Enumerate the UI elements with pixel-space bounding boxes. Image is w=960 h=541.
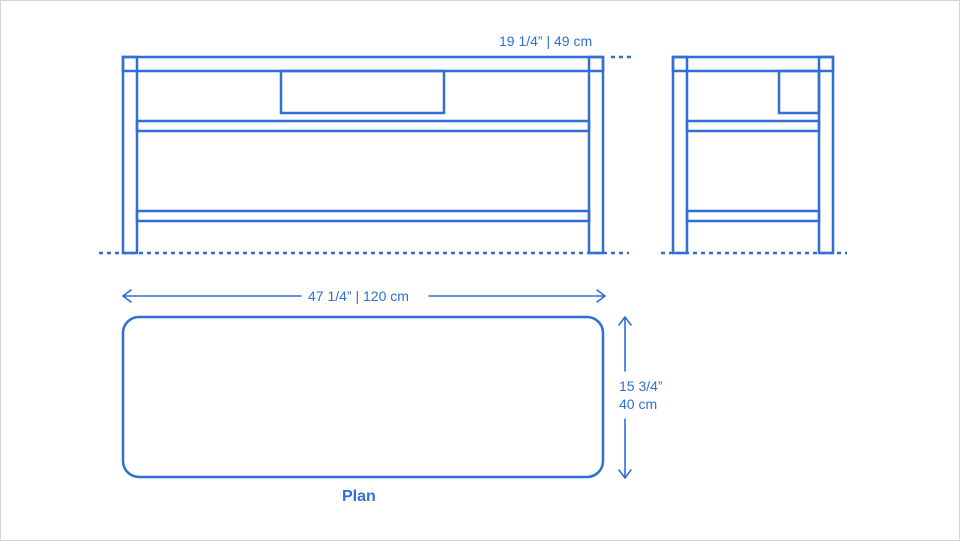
- side-left-leg: [671, 55, 689, 255]
- front-bottom-shelf: [135, 209, 591, 223]
- plan-outline: [121, 315, 605, 479]
- side-middle-shelf: [685, 119, 821, 133]
- front-elevation: [121, 55, 605, 255]
- depth-dimension-label-metric: 40 cm: [619, 396, 658, 412]
- depth-dimension-label-imperial: 15 3/4”: [619, 378, 663, 394]
- width-dimension-label: 47 1/4” | 120 cm: [308, 288, 409, 304]
- front-drawer: [279, 69, 446, 115]
- height-dimension-label: 19 1/4” | 49 cm: [499, 33, 593, 49]
- depth-arrow-down-icon: [618, 469, 632, 479]
- depth-arrow-up-icon: [618, 316, 632, 326]
- width-arrow-right-icon: [596, 289, 606, 303]
- side-top-rail: [671, 55, 835, 73]
- plan-view-label: Plan: [342, 488, 376, 505]
- front-right-leg: [587, 55, 605, 255]
- front-top-rail: [121, 55, 605, 73]
- side-bottom-shelf: [685, 209, 821, 223]
- side-elevation: [671, 55, 835, 255]
- front-left-leg: [121, 55, 139, 255]
- width-arrow-left-icon: [122, 289, 132, 303]
- front-middle-shelf: [135, 119, 591, 133]
- side-drawer: [777, 69, 821, 115]
- side-right-leg: [817, 55, 835, 255]
